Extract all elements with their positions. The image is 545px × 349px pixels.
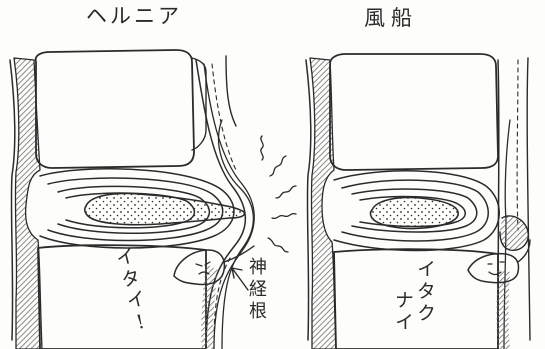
hernia-right-wall-outer [226,56,236,126]
pain-squiggles [261,136,296,252]
balloon-canal-dash [517,60,518,230]
no-pain-label-line1: イタク [415,259,434,325]
left-vertebra-shading [14,58,42,349]
balloon-nucleus [371,198,459,229]
left-spine-outline [10,60,15,340]
no-pain-label-line2: ナイ [393,290,412,334]
balloon-bulge [500,216,528,250]
upper-vertebral-body [36,50,194,168]
nerve-root-label: 神経根 [247,257,265,323]
right-spine-outline [306,60,311,340]
balloon-title: 風船 [364,8,418,29]
right-vertebra-shading [310,58,336,349]
balloon-upper-vertebral-body [330,54,498,170]
balloon-canal-wall-right [527,58,530,340]
hernia-title: ヘルニア [86,6,182,27]
